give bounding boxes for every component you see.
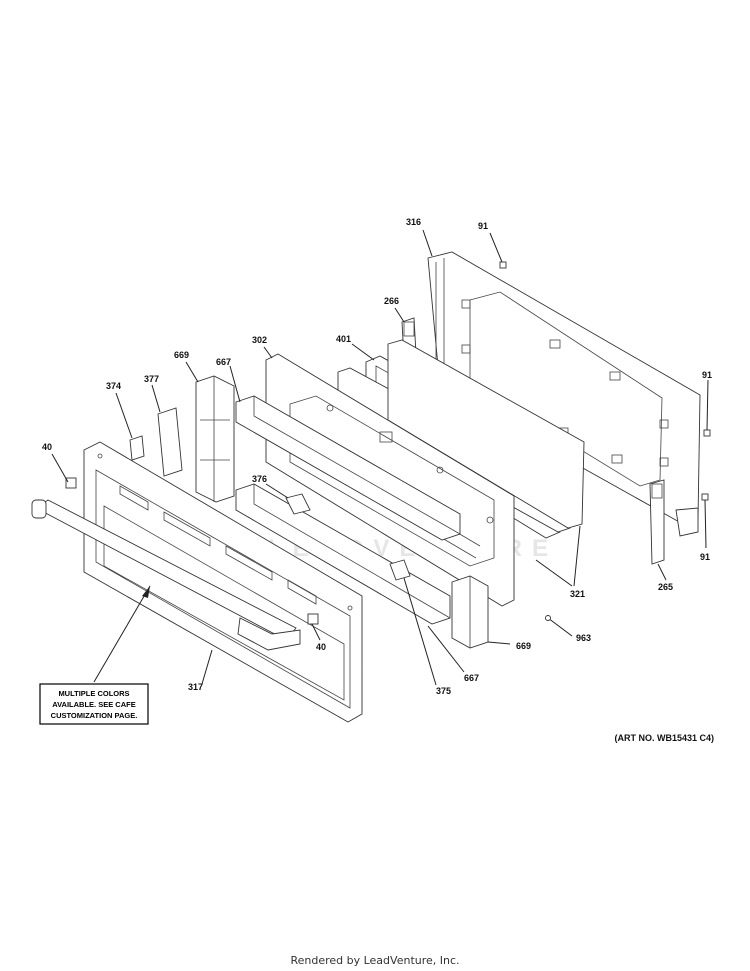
part-316-rear-frame [427, 251, 701, 537]
part-376-clip [285, 493, 311, 515]
label-317: 317 [188, 682, 203, 692]
label-91: 91 [702, 370, 712, 380]
label-376: 376 [252, 474, 267, 484]
part-963-screw [545, 615, 557, 625]
label-266: 266 [384, 296, 399, 306]
note-line: AVAILABLE. SEE CAFE [52, 700, 135, 709]
label-316: 316 [406, 217, 421, 227]
part-375-bracket [389, 559, 411, 581]
label-401: 401 [336, 334, 351, 344]
label-91: 91 [700, 552, 710, 562]
label-302: 302 [252, 335, 267, 345]
label-40: 40 [42, 442, 52, 452]
label-667: 667 [216, 357, 231, 367]
part-669-insulation-lower [451, 575, 489, 649]
label-375: 375 [436, 686, 451, 696]
part-317-handle [31, 499, 301, 651]
leader-lines [51, 229, 709, 686]
part-667-insulation-upper [235, 395, 461, 541]
label-91: 91 [478, 221, 488, 231]
label-374: 374 [106, 381, 121, 391]
label-265: 265 [658, 582, 673, 592]
part-317-outer-door [83, 441, 363, 723]
label-377: 377 [144, 374, 159, 384]
part-374-bracket [129, 435, 145, 461]
label-669: 669 [516, 641, 531, 651]
part-40-screws [65, 477, 319, 625]
color-note-box: MULTIPLE COLORS AVAILABLE. SEE CAFE CUST… [39, 683, 149, 725]
label-321: 321 [570, 589, 585, 599]
part-labels: 316 91 266 302 401 669 667 374 377 40 37… [42, 217, 712, 696]
part-669-insulation-upper [195, 375, 235, 503]
label-40: 40 [316, 642, 326, 652]
label-667: 667 [464, 673, 479, 683]
part-667-insulation-lower [235, 483, 451, 625]
label-669: 669 [174, 350, 189, 360]
label-963: 963 [576, 633, 591, 643]
part-377-label-plate [157, 407, 183, 477]
footer-credit: Rendered by LeadVenture, Inc. [290, 954, 460, 967]
part-265-right-hinge [649, 479, 665, 565]
note-line: MULTIPLE COLORS [58, 689, 129, 698]
note-line: CUSTOMIZATION PAGE. [51, 711, 138, 720]
art-number: (ART NO. WB15431 C4) [614, 733, 714, 743]
